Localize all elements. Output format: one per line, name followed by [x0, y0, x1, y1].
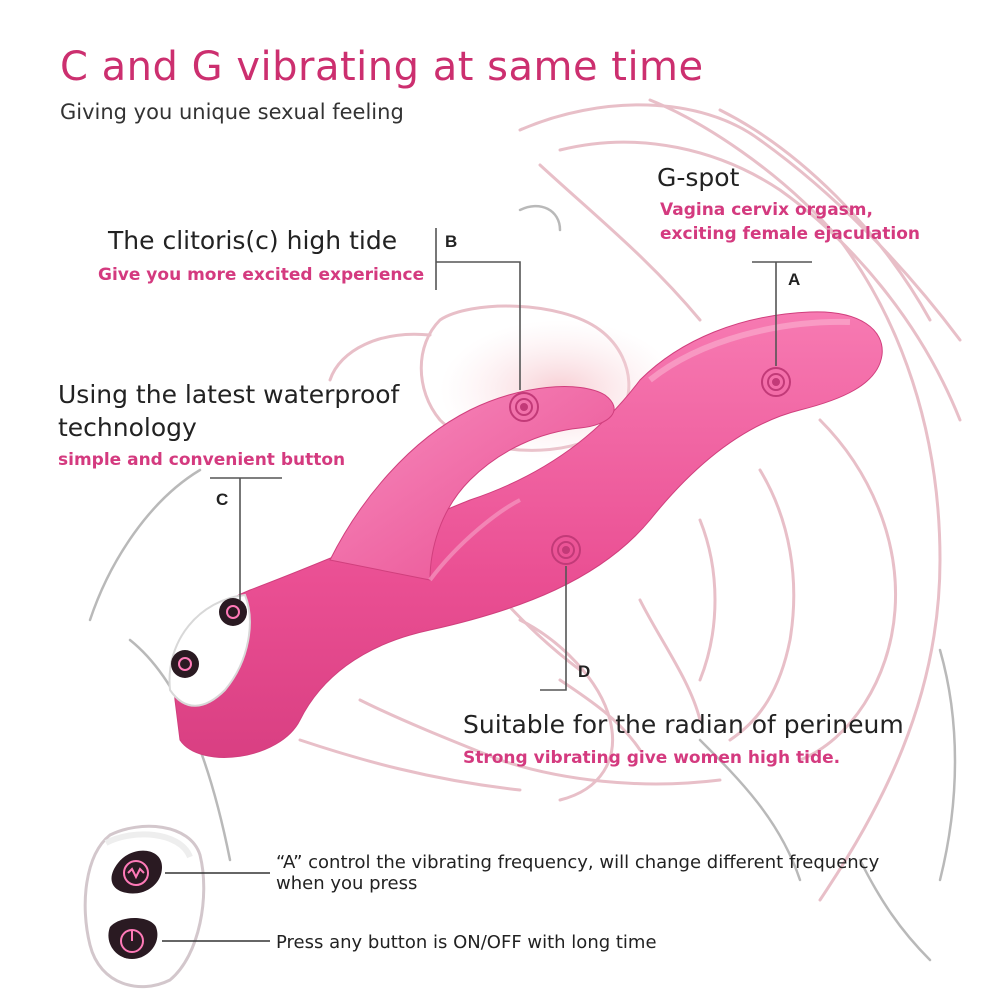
callout-a-heading: G-spot	[657, 163, 740, 192]
mode-button-icon	[111, 850, 162, 894]
callout-d-letter: D	[578, 662, 591, 681]
product-clit-arm	[329, 386, 615, 581]
page-subtitle: Giving you unique sexual feeling	[60, 100, 404, 124]
callout-d-heading: Suitable for the radian of perineum	[463, 710, 904, 739]
callout-d-desc: Strong vibrating give women high tide.	[463, 748, 841, 768]
leader-lines	[210, 228, 812, 691]
callout-a-letter: A	[788, 270, 801, 289]
product-button-top	[219, 598, 247, 626]
callout-c-letter: C	[216, 490, 229, 509]
callout-c-desc: simple and convenient button	[58, 450, 346, 470]
callout-b-letter: B	[445, 232, 458, 251]
legend-mode-line1: “A” control the vibrating frequency, wil…	[276, 852, 880, 873]
vibration-marker-b	[509, 392, 539, 422]
callout-a-desc-line1: Vagina cervix orgasm,	[660, 200, 873, 220]
callout-c-heading-line2: technology	[58, 413, 197, 442]
legend-power-text: Press any button is ON/OFF with long tim…	[276, 932, 657, 953]
legend-mode-line2: when you press	[276, 873, 418, 894]
callout-a-desc-line2: exciting female ejaculation	[660, 224, 920, 244]
vibration-marker-d	[551, 535, 581, 565]
page-title: C and G vibrating at same time	[60, 44, 704, 90]
callout-c-heading-line1: Using the latest waterproof	[58, 380, 400, 409]
power-button-icon	[108, 918, 158, 959]
product-button-bottom	[171, 650, 199, 678]
control-panel-closeup	[83, 824, 270, 989]
vibration-marker-a	[761, 367, 791, 397]
callout-b-heading: The clitoris(c) high tide	[108, 226, 398, 255]
callout-b-desc: Give you more excited experience	[98, 265, 425, 285]
